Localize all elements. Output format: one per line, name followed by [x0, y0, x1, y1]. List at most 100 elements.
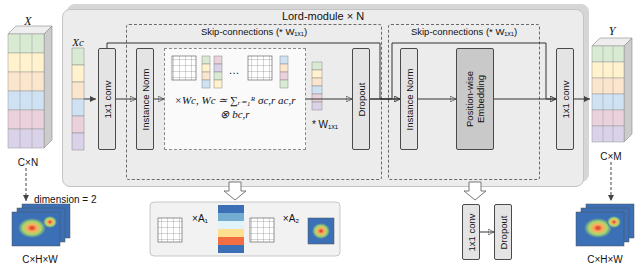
layer-box: Instance Norm	[400, 48, 418, 150]
layer-box: Instance Norm	[136, 48, 154, 150]
heatmap-stack	[576, 204, 634, 246]
matrix-stripe	[218, 221, 244, 229]
reshape-arrow	[26, 168, 27, 201]
tensor-cell	[312, 102, 322, 110]
tensor-cell	[72, 82, 84, 99]
embedding-box: Position-wise Embedding	[456, 48, 494, 150]
matrix-cell	[202, 80, 210, 88]
label-anchor: X	[10, 11, 46, 29]
matrix-cell	[280, 80, 288, 88]
tensor-cell	[312, 86, 322, 94]
layer-name: 1x1 conv	[560, 52, 571, 146]
layer-box: Dropout	[352, 48, 370, 150]
tensor-cell	[72, 48, 84, 65]
connector	[116, 99, 136, 100]
connector	[154, 99, 164, 100]
matrix-illustration	[172, 56, 288, 88]
tensor-cell	[72, 116, 84, 133]
heatmap-blob	[586, 214, 616, 234]
tensor-name: Y	[609, 24, 616, 38]
heatmap-blob	[18, 218, 46, 238]
matrix-cell	[202, 64, 210, 72]
channel-column	[72, 48, 84, 150]
group-title: Skip-connections (* W₁ₓ₁)	[389, 25, 539, 38]
heatmap-blob	[25, 210, 55, 230]
label-anchor: ×A₁	[184, 208, 216, 226]
matrix-cell	[280, 72, 288, 80]
connector	[370, 43, 556, 99]
layer-name: Instance Norm	[404, 52, 415, 146]
tensor-side	[624, 38, 632, 142]
tensor-cell	[72, 65, 84, 82]
tensor-cell	[8, 110, 44, 129]
heatmap-blob	[591, 210, 621, 230]
tensor-cell	[72, 133, 84, 150]
ellipsis: …	[229, 64, 240, 76]
label-anchor: * W₁ₓ₁	[300, 114, 350, 132]
dimension-label: C×N	[18, 157, 38, 168]
heatmap-ground	[581, 208, 629, 242]
skip-connection-box: Skip-connections (* W₁ₓ₁) Instance Norm ×W…	[126, 24, 382, 180]
expand-arrow	[224, 182, 246, 200]
heatmap-blob	[20, 214, 50, 234]
matrix-stripe	[218, 229, 244, 237]
heatmap-ground	[308, 218, 334, 244]
layer-box: 1x1 conv	[98, 48, 116, 150]
layer-name: 1x1 conv	[102, 52, 113, 146]
label-anchor: dimension = 2	[34, 189, 124, 207]
panel-title: Lord-module × N	[63, 10, 583, 23]
matrix-stripe	[218, 213, 244, 221]
matrix-cell	[202, 56, 210, 64]
skip-connection-box: Skip-connections (* W₁ₓ₁) Instance Norm Po…	[388, 24, 540, 180]
matrix-stripe	[218, 205, 244, 213]
tensor-cell	[312, 70, 322, 78]
heatmap-stack	[12, 204, 70, 246]
label-anchor: C×H×W	[8, 249, 72, 267]
matrix-cell	[280, 64, 288, 72]
connector	[306, 99, 352, 100]
tensor-cell	[8, 34, 44, 53]
heatmap-ground	[12, 212, 60, 246]
tensor-divider	[603, 46, 613, 142]
matrix-grid	[172, 56, 196, 80]
layer-name: 1x1 conv	[466, 208, 477, 256]
tensor-cell	[312, 78, 322, 86]
matrix-cell	[214, 64, 222, 72]
matrix-cell	[214, 56, 222, 64]
factorization-illustration	[150, 202, 340, 256]
heatmap-ground	[576, 212, 624, 246]
heatmap-blob	[312, 223, 330, 239]
tensor-cell	[8, 72, 44, 91]
dimension-label: C×H×W	[587, 254, 623, 265]
matrix-label: ×A₂	[283, 213, 299, 224]
tensor-name: X	[24, 14, 31, 28]
matrix-grid	[250, 218, 274, 242]
illustration-panel	[150, 202, 340, 256]
group-title: Skip-connections (* W₁ₓ₁)	[127, 25, 381, 38]
factorization-box: ×Wc, Wc ≃ ∑ᵣ₌₁ᴿ σc,r ac,r ⊗ bc,r	[164, 48, 306, 150]
label-anchor: C×M	[586, 146, 636, 164]
matrix-grid	[248, 56, 272, 80]
matrix-cell	[214, 72, 222, 80]
label-anchor: C×H×W	[574, 249, 636, 267]
heatmap-blob	[43, 216, 57, 228]
tensor-cell	[592, 62, 624, 78]
connector	[107, 43, 400, 99]
weight-label: * W₁ₓ₁	[312, 119, 338, 130]
tensor-cell	[8, 129, 44, 148]
tensor-top	[592, 38, 632, 46]
layer-box: 1x1 conv	[462, 204, 480, 260]
connector	[370, 99, 400, 100]
tensor-cell	[72, 99, 84, 116]
layer-name: Instance Norm	[140, 52, 151, 146]
dimension-label: C×H×W	[22, 254, 58, 265]
expand-arrow	[464, 182, 486, 200]
tensor-cell	[8, 91, 44, 110]
tensor-cell	[312, 94, 322, 102]
label-anchor: …	[224, 60, 244, 78]
label-anchor: ×A₂	[274, 208, 308, 226]
tensor-cell	[8, 53, 44, 72]
heatmap-ground	[22, 204, 70, 238]
layer-name: Position-wise Embedding	[464, 52, 486, 146]
